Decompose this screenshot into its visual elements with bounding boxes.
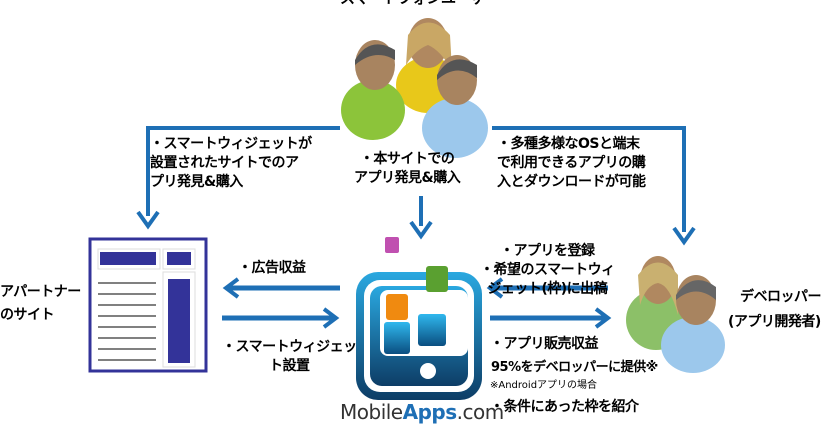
- developer-label-1: デベロッパー: [740, 289, 822, 305]
- logo-text: .com: [456, 400, 505, 424]
- label-sales-share: 95%をデベロッパーに提供※: [491, 360, 658, 375]
- mobileapps-phone-icon: [356, 237, 482, 400]
- text-line: で利用できるアプリの購: [497, 155, 646, 171]
- label-dev-register: ・アプリを登録 ・希望のスマートウィ ジェット(枠)に出稿: [480, 242, 615, 299]
- web-page-icon: [88, 237, 208, 373]
- text-line: プリ発見&購入: [150, 174, 243, 190]
- connector-right-horizontal: [492, 126, 686, 130]
- developer-label-2: (アプリ開発者): [728, 314, 821, 330]
- label-widget-discovery: ・スマートウィジェットが 設置されたサイトでのア プリ発見&購入: [150, 135, 312, 192]
- logo-text: Mobile: [340, 400, 403, 424]
- connector-left-vertical: [146, 126, 150, 216]
- label-widget-install: ・スマートウィジェッ ト設置: [222, 338, 357, 376]
- arrow-down-right: [672, 226, 696, 246]
- connector-left-horizontal: [146, 126, 340, 130]
- label-multi-os: ・多種多様なOSと端末 で利用できるアプリの購 入とダウンロードが可能: [497, 135, 646, 192]
- label-sales-note: ※Androidアプリの場合: [490, 380, 598, 391]
- label-site-discovery: ・本サイトでの アプリ発見&購入: [354, 150, 461, 188]
- text-line: ・スマートウィジェットが: [150, 136, 312, 152]
- arrow-down-left: [136, 210, 160, 230]
- logo-text-accent: Apps: [402, 400, 458, 424]
- users-title: スマートフォンユーザー: [340, 0, 499, 8]
- text-line: 設置されたサイトでのア: [150, 155, 299, 171]
- text-line: アプリ発見&購入: [354, 170, 461, 186]
- connector-center-vertical: [419, 196, 423, 226]
- arrow-ad-revenue: [222, 277, 340, 299]
- label-ad-revenue: ・広告収益: [238, 260, 306, 276]
- arrow-widget-install: [222, 307, 340, 329]
- text-line: ジェット(枠)に出稿: [487, 281, 608, 297]
- arrow-dev-submit: [486, 277, 608, 299]
- text-line: ト設置: [269, 358, 310, 374]
- mobileapps-logo: MobileApps.com: [340, 400, 504, 424]
- text-line: 入とダウンロードが可能: [497, 174, 646, 190]
- text-line: ・多種多様なOSと端末: [497, 136, 640, 152]
- users-group-icon: [341, 18, 488, 158]
- developers-icon: [626, 256, 725, 373]
- text-line: ・本サイトでの: [359, 151, 455, 167]
- label-sales-revenue: ・アプリ販売収益: [490, 336, 599, 352]
- text-line: ・アプリを登録: [500, 243, 595, 259]
- partner-label-1: アパートナー: [0, 284, 81, 300]
- arrow-down-center: [409, 220, 433, 240]
- text-line: ・希望のスマートウィ: [480, 262, 615, 278]
- label-slot-intro: ・条件にあった枠を紹介: [490, 399, 639, 415]
- partner-label-2: のサイト: [0, 307, 55, 323]
- connector-right-vertical: [682, 126, 686, 232]
- arrow-sales-revenue: [490, 307, 612, 329]
- text-line: ・スマートウィジェッ: [222, 339, 357, 355]
